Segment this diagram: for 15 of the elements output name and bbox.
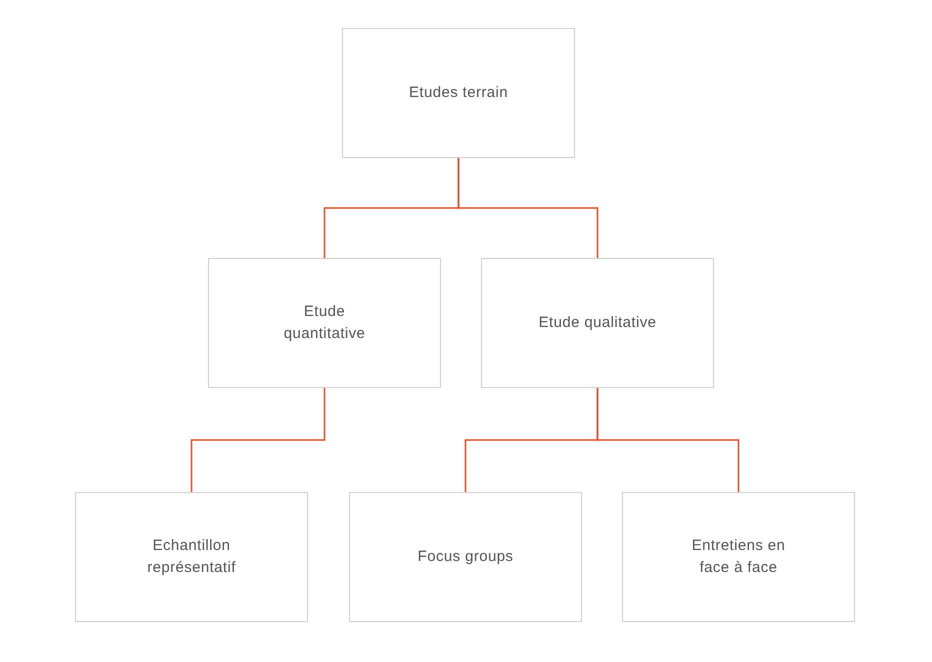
connector-line (190, 388, 326, 492)
node-label: Echantillon représentatif (146, 536, 237, 578)
node-label: Focus groups (418, 547, 514, 567)
connector-line (596, 388, 740, 492)
node-label: Entretiens en face à face (690, 536, 786, 578)
process-box (622, 492, 855, 622)
process-box (75, 492, 308, 622)
process-box (342, 28, 575, 158)
connector-line (458, 158, 598, 258)
process-box (349, 492, 582, 622)
node-label: Etude quantitative (282, 302, 366, 344)
process-box (481, 258, 714, 388)
node-label: Etude qualitative (538, 313, 656, 333)
node-label: Etudes terrain (409, 83, 508, 103)
process-box (208, 258, 441, 388)
